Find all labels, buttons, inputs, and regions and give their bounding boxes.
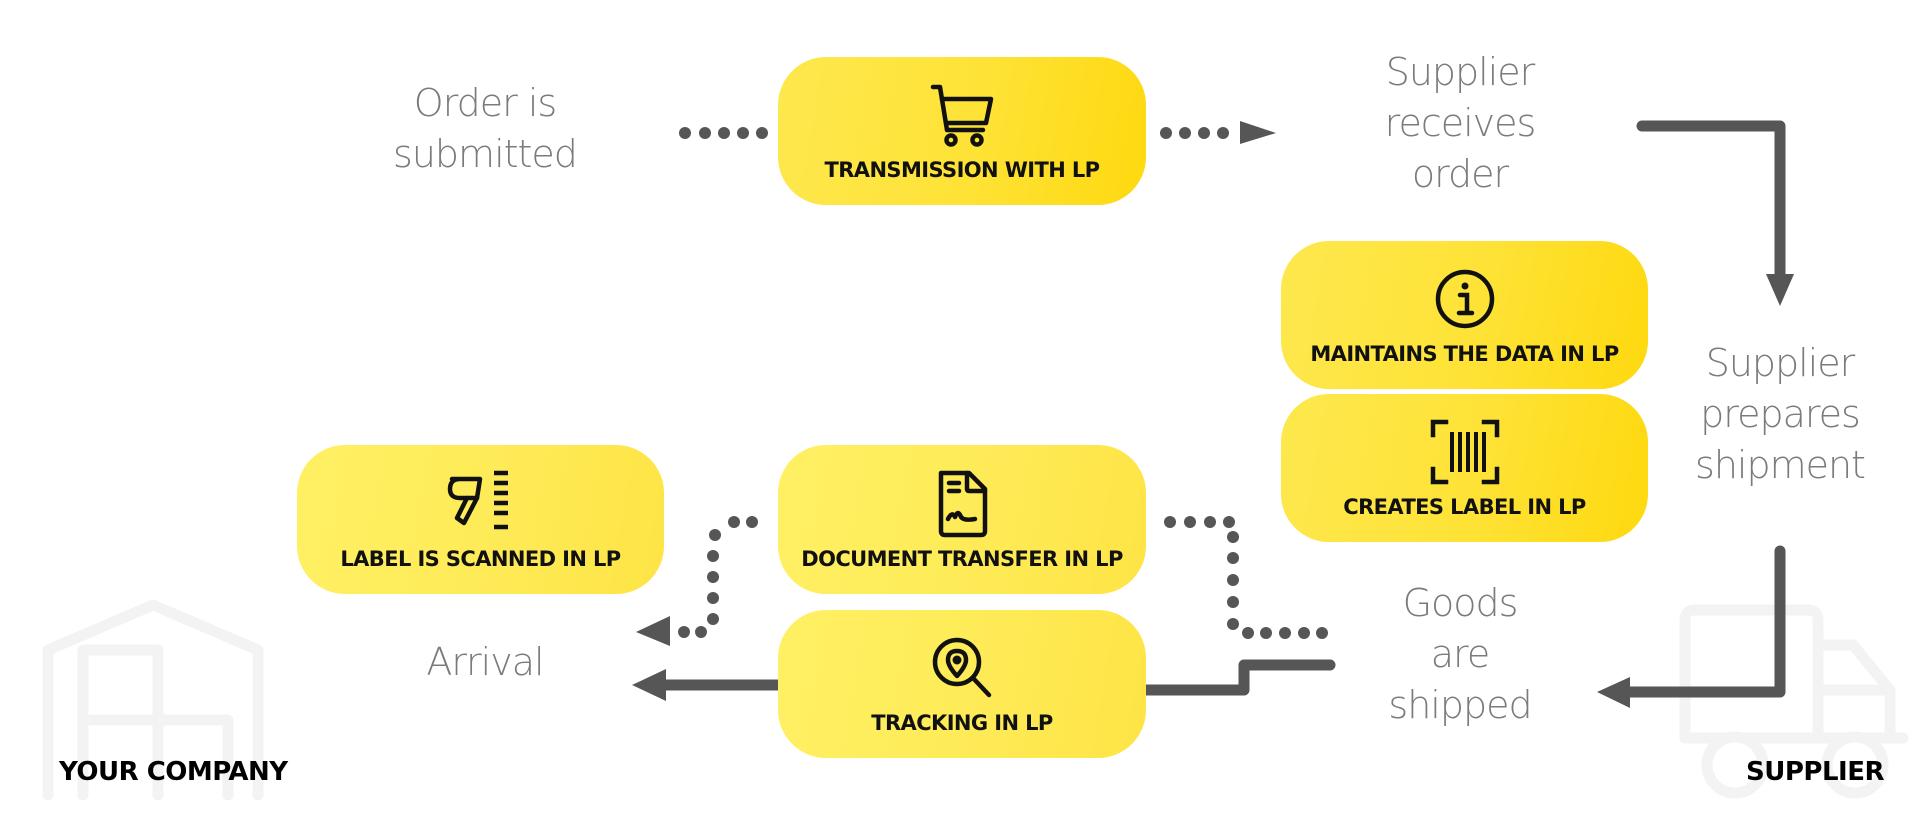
step-supplier-receives-order: Supplier receives order bbox=[1384, 50, 1537, 196]
box-label: LABEL IS SCANNED IN LP bbox=[340, 546, 621, 571]
arrow-receives-to-prepares bbox=[1636, 120, 1794, 306]
barcode-scanner-icon bbox=[447, 470, 508, 529]
arrowhead-down bbox=[1766, 274, 1794, 306]
shopping-cart-icon bbox=[930, 84, 994, 147]
warehouse-icon bbox=[42, 600, 264, 801]
box-document-transfer-in-lp: DOCUMENT TRANSFER IN LP bbox=[778, 445, 1146, 594]
location-search-icon bbox=[932, 637, 992, 698]
arrowhead-right bbox=[1240, 121, 1276, 144]
arrowhead-left bbox=[636, 616, 670, 646]
info-icon bbox=[1435, 269, 1494, 329]
dotted-arrow-shipped-to-arrival bbox=[636, 516, 1328, 646]
box-label: DOCUMENT TRANSFER IN LP bbox=[801, 546, 1123, 571]
barcode-icon bbox=[1430, 419, 1499, 485]
step-goods-shipped: Goods are shipped bbox=[1388, 581, 1532, 727]
box-maintains-data-in-lp: MAINTAINS THE DATA IN LP bbox=[1281, 241, 1648, 389]
party-label-supplier: SUPPLIER bbox=[1746, 757, 1884, 787]
step-arrival: Arrival bbox=[426, 640, 544, 684]
box-transmission-with-lp: TRANSMISSION WITH LP bbox=[778, 57, 1146, 205]
arrow-prepares-to-shipped bbox=[1597, 545, 1786, 708]
arrowhead-left bbox=[632, 669, 666, 701]
signed-document-icon bbox=[938, 470, 988, 537]
box-label: TRANSMISSION WITH LP bbox=[824, 158, 1101, 182]
step-supplier-prepares-shipment: Supplier prepares shipment bbox=[1695, 341, 1866, 487]
box-label: TRACKING IN LP bbox=[871, 711, 1053, 735]
box-creates-label-in-lp: CREATES LABEL IN LP bbox=[1281, 394, 1648, 542]
box-label-scanned-in-lp: LABEL IS SCANNED IN LP bbox=[297, 445, 664, 594]
arrowhead-left bbox=[1597, 677, 1630, 708]
box-tracking-in-lp: TRACKING IN LP bbox=[778, 610, 1146, 758]
dotted-arrow-transmission-to-supplier bbox=[1160, 121, 1276, 144]
box-label: MAINTAINS THE DATA IN LP bbox=[1310, 342, 1619, 366]
truck-icon bbox=[1679, 604, 1909, 799]
step-order-submitted: Order is submitted bbox=[393, 81, 578, 176]
arrow-shipped-to-arrival bbox=[632, 659, 1336, 701]
dotted-connector-order-to-transmission bbox=[679, 127, 768, 139]
box-label: CREATES LABEL IN LP bbox=[1343, 495, 1586, 519]
party-label-your-company: YOUR COMPANY bbox=[59, 757, 288, 787]
